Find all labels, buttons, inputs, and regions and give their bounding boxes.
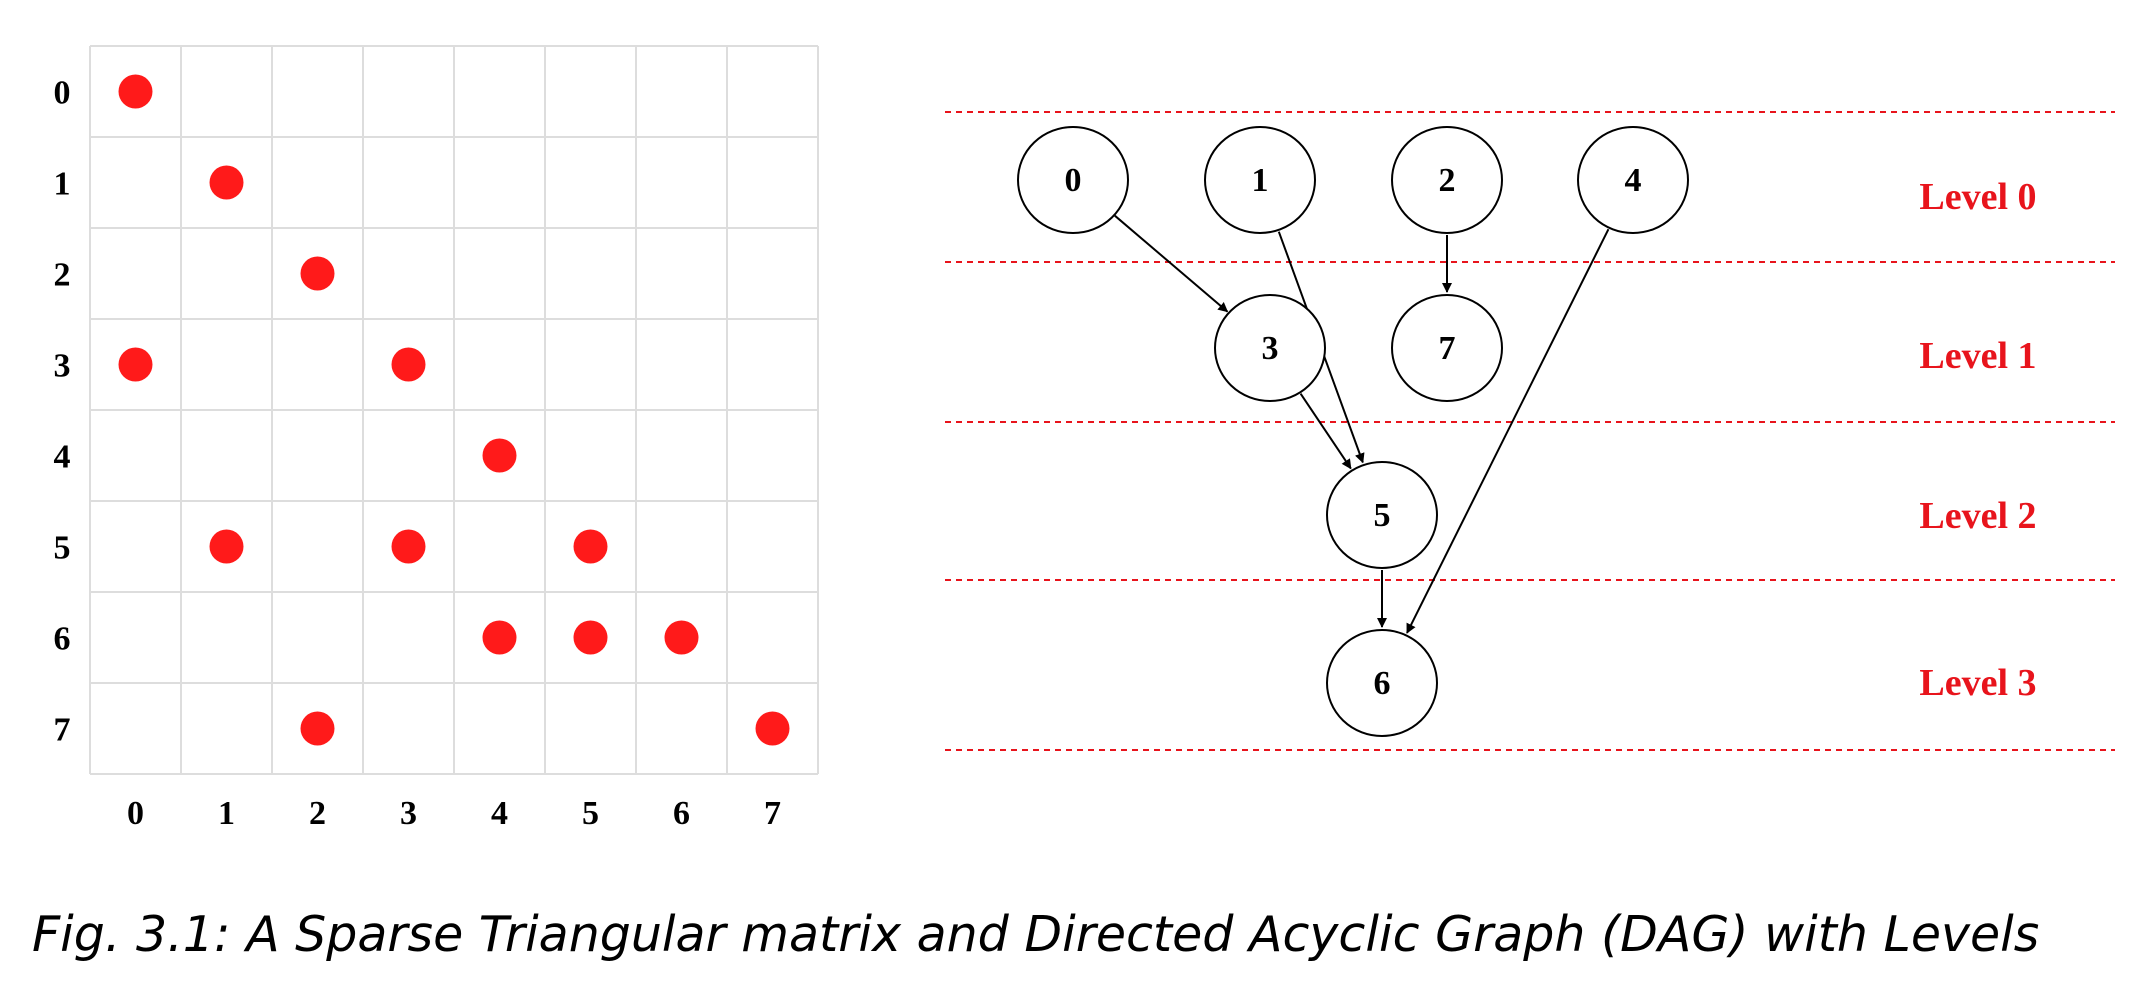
figure-caption: Fig. 3.1: A Sparse Triangular matrix and… bbox=[32, 906, 2040, 963]
column-label: 7 bbox=[764, 795, 781, 832]
level-label: Level 1 bbox=[1919, 335, 2036, 377]
nonzero-dot bbox=[391, 347, 426, 382]
dag-node-circle bbox=[1204, 126, 1316, 234]
nonzero-dot bbox=[300, 711, 335, 746]
dag-node-label: 3 bbox=[1262, 330, 1279, 367]
dag-node-circle bbox=[1214, 294, 1326, 402]
nonzero-dot bbox=[755, 711, 790, 746]
column-label: 3 bbox=[400, 795, 417, 832]
row-label: 5 bbox=[54, 530, 71, 567]
dag-node-circle bbox=[1017, 126, 1129, 234]
row-label: 7 bbox=[54, 712, 71, 749]
nonzero-dot bbox=[118, 74, 153, 109]
column-label: 1 bbox=[218, 795, 235, 832]
nonzero-dot bbox=[664, 620, 699, 655]
dag-edge-arrow bbox=[1114, 214, 1229, 313]
dag-node-label: 1 bbox=[1252, 162, 1269, 199]
column-label: 6 bbox=[673, 795, 690, 832]
nonzero-dot bbox=[118, 347, 153, 382]
nonzero-dot bbox=[482, 438, 517, 473]
column-label: 0 bbox=[127, 795, 144, 832]
dag-node-label: 2 bbox=[1439, 162, 1456, 199]
nonzero-dot bbox=[209, 165, 244, 200]
dag-node-circle bbox=[1577, 126, 1689, 234]
row-label: 3 bbox=[54, 348, 71, 385]
column-label: 5 bbox=[582, 795, 599, 832]
nonzero-dot bbox=[573, 620, 608, 655]
level-label: Level 2 bbox=[1919, 495, 2036, 537]
nonzero-dot bbox=[300, 256, 335, 291]
column-label: 4 bbox=[491, 795, 508, 832]
row-label: 6 bbox=[54, 621, 71, 658]
dag-node-label: 4 bbox=[1625, 162, 1642, 199]
dag-edge-arrow bbox=[1406, 228, 1610, 634]
row-label: 4 bbox=[54, 439, 71, 476]
dag-node-circle bbox=[1326, 461, 1438, 569]
nonzero-dot bbox=[391, 529, 426, 564]
dag-node-circle bbox=[1391, 294, 1503, 402]
dag-node-label: 0 bbox=[1065, 162, 1082, 199]
row-label: 0 bbox=[54, 75, 71, 112]
dag-graph: Level 0 Level 1 Level 2 Level 3 0 1 2 4 3 7 5 6 bbox=[945, 111, 2115, 751]
nonzero-dot bbox=[573, 529, 608, 564]
dag-edge-arrow bbox=[1299, 393, 1352, 470]
row-label: 1 bbox=[54, 166, 71, 203]
dag-node-circle bbox=[1391, 126, 1503, 234]
dag-node-label: 6 bbox=[1374, 665, 1391, 702]
row-label: 2 bbox=[54, 257, 71, 294]
dag-node-label: 7 bbox=[1439, 330, 1456, 367]
level-label: Level 0 bbox=[1919, 176, 2036, 218]
dag-node-label: 5 bbox=[1374, 497, 1391, 534]
nonzero-dot bbox=[209, 529, 244, 564]
sparse-matrix: 0 1 2 3 4 5 6 7 0 1 2 3 4 5 6 7 bbox=[54, 45, 819, 832]
dag-node-circle bbox=[1326, 629, 1438, 737]
column-label: 2 bbox=[309, 795, 326, 832]
nonzero-dot bbox=[482, 620, 517, 655]
level-label: Level 3 bbox=[1919, 662, 2036, 704]
